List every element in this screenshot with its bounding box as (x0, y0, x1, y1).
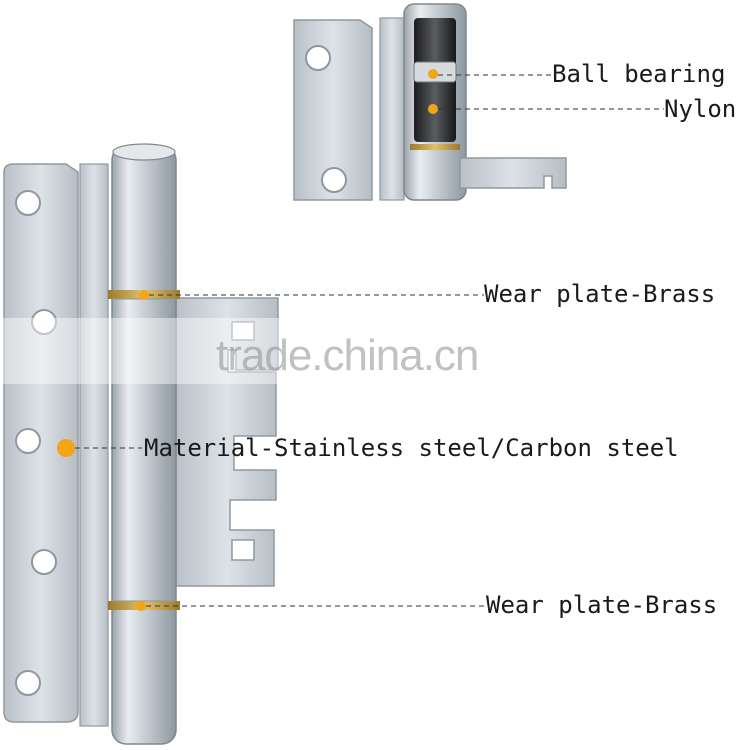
marker-wear-plate-top (139, 290, 149, 300)
label-ball-bearing: Ball bearing (552, 60, 726, 88)
slot-1 (231, 321, 255, 341)
main-hinge (3, 143, 486, 745)
hole-1 (15, 190, 41, 216)
left-leaf (3, 163, 79, 723)
watermark-band (0, 318, 750, 384)
hole-4 (31, 549, 57, 575)
inset-hole-2 (321, 167, 347, 193)
inset-cutaway (293, 3, 664, 201)
label-nylon: Nylon (664, 95, 737, 123)
hole-5 (15, 670, 41, 696)
label-wear-plate-top: Wear plate-Brass (484, 280, 716, 308)
watermark-text: trade.china.cn (216, 331, 479, 380)
marker-material (57, 439, 75, 457)
label-wear-plate-bottom: Wear plate-Brass (486, 591, 718, 619)
slot-2 (231, 539, 255, 561)
marker-wear-plate-bottom (136, 601, 146, 611)
inset-hole-1 (305, 45, 331, 71)
inset-fold (379, 17, 405, 201)
barrel-cap (112, 143, 176, 161)
inset-tab (459, 157, 567, 189)
leaf-fold (79, 163, 109, 727)
label-material: Material-Stainless steel/Carbon steel (144, 434, 679, 462)
right-leaf (175, 297, 279, 587)
marker-ball-bearing (428, 69, 438, 79)
inset-brass-ring (410, 144, 460, 150)
hole-3 (15, 428, 41, 454)
hole-2 (31, 309, 57, 335)
marker-nylon (428, 104, 438, 114)
